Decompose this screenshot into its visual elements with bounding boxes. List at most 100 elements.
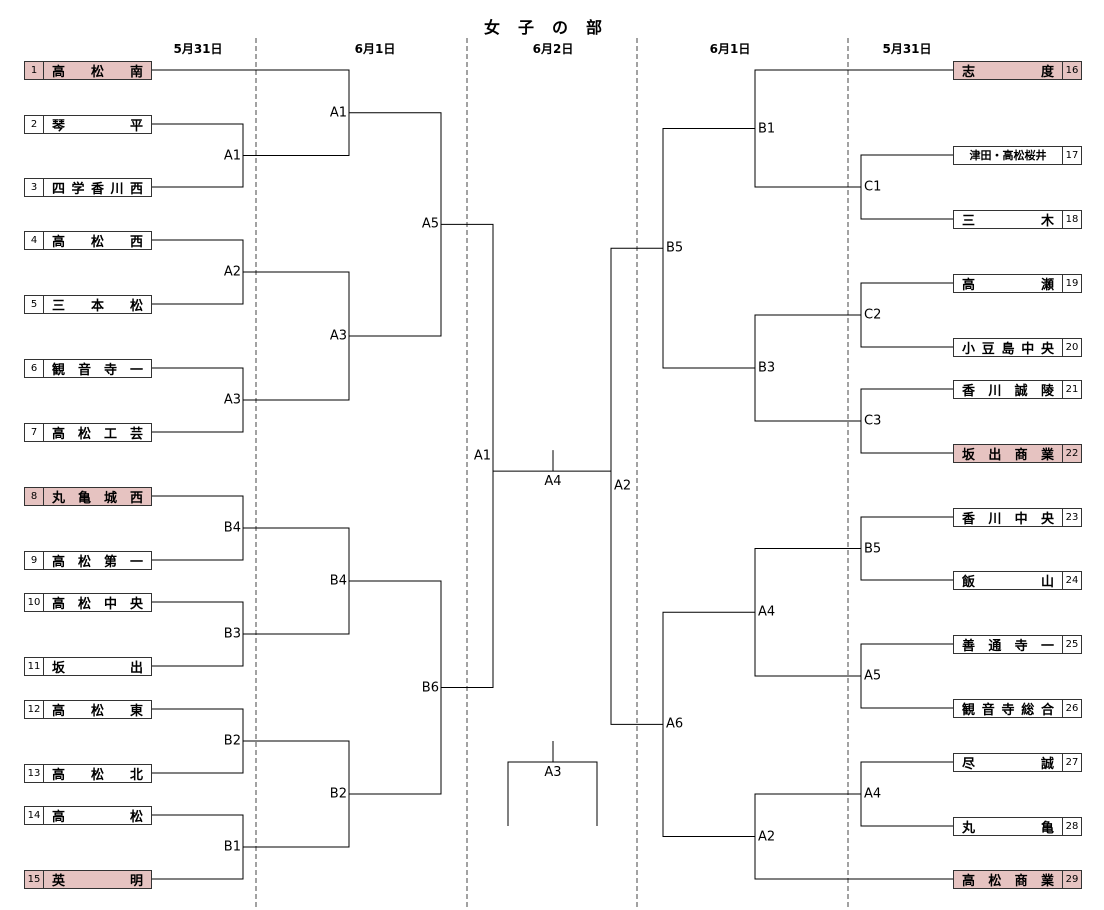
match-label: B4 [223, 520, 241, 536]
date-left-round1: 5月31日 [173, 42, 223, 56]
team-name-char: 寺 [1001, 702, 1015, 717]
seed-number: 3 [25, 178, 44, 196]
team-name-char: 香 [90, 181, 104, 196]
team-name-char: 松 [988, 873, 1002, 888]
team-name-char: 通 [988, 638, 1002, 653]
team-name: 三本松 [44, 296, 151, 313]
match-label: A6 [666, 716, 684, 732]
team-name: 高松商業 [954, 871, 1062, 888]
team-name-char: 平 [129, 118, 143, 133]
team-name-char: 誠 [1040, 756, 1054, 771]
seed-number: 13 [25, 764, 44, 782]
team-name-char: 山 [1040, 574, 1054, 589]
team-name-char: 小 [962, 341, 976, 356]
team-name: 観音寺一 [44, 360, 151, 377]
team-name-char: 観 [52, 362, 66, 377]
seed-number: 21 [1062, 380, 1081, 398]
team-name-char: 三 [52, 298, 66, 313]
team-name-char: 第 [103, 554, 117, 569]
team-name-char: 三 [962, 213, 976, 228]
team-name-char: 明 [129, 873, 143, 888]
match-bracket [610, 247, 663, 725]
team-name-char: 高 [52, 767, 66, 782]
team-name: 丸亀 [954, 818, 1062, 835]
team-name-char: 高 [52, 64, 66, 79]
team-name: 香川中央 [954, 509, 1062, 526]
team-name-char: 香 [962, 383, 976, 398]
team-name-char: 四 [52, 181, 66, 196]
team-name-char: 陵 [1040, 383, 1054, 398]
match-label: A2 [758, 829, 776, 844]
team-name-char: 学 [71, 181, 85, 196]
team-name-char: 高 [962, 873, 976, 888]
team-name: 高松東 [44, 701, 151, 718]
team-name: 志度 [954, 62, 1062, 79]
seed-number: 4 [25, 231, 44, 249]
team-name-char: 坂 [52, 660, 66, 675]
seed-number: 5 [25, 295, 44, 313]
team-name: 飯山 [954, 572, 1062, 589]
match-label: A2 [223, 264, 241, 280]
team-name-char: 一 [1040, 638, 1054, 653]
team-name: 丸亀城西 [44, 488, 151, 505]
seed-number: 27 [1062, 753, 1081, 771]
match-bracket [754, 69, 953, 188]
team-name-char: 島 [1001, 341, 1015, 356]
match-label: A5 [864, 668, 882, 684]
match-label: B4 [329, 573, 347, 589]
team-name-char: 北 [129, 767, 143, 782]
match-label: A5 [421, 216, 439, 232]
team-name-char: 松 [77, 426, 91, 441]
seed-number: 15 [25, 870, 44, 888]
seed-number: 9 [25, 551, 44, 569]
team-name-char: 高 [52, 809, 66, 824]
match-label: B1 [758, 121, 776, 136]
team-name-char: 高 [52, 426, 66, 441]
seed-number: 20 [1062, 338, 1081, 356]
team-name-char: 丸 [52, 490, 66, 505]
team-name-char: 寺 [103, 362, 117, 377]
team-name-char: 丸 [962, 820, 976, 835]
seed-number: 10 [25, 593, 44, 611]
team-name-char: 央 [1040, 341, 1054, 356]
team-name-char: 飯 [962, 574, 976, 589]
team-name-char: 川 [988, 511, 1002, 526]
match-label: A1 [223, 148, 241, 163]
team-name-char: 松 [129, 809, 143, 824]
team-name: 高松第一 [44, 552, 151, 569]
team-name-char: 東 [129, 703, 143, 718]
match-label: B2 [223, 733, 241, 749]
match-label: A4 [758, 604, 776, 620]
team-name-char: 松 [90, 234, 104, 249]
team-name-char: 一 [129, 554, 143, 569]
bracket-title: 女子の部 [483, 18, 620, 37]
team-name-char: 松 [129, 298, 143, 313]
team-name: 英明 [44, 871, 151, 888]
team-name-char: 音 [981, 702, 995, 717]
team-name-char: 城 [103, 490, 117, 505]
team-name-char: 音 [77, 362, 91, 377]
seed-number: 29 [1062, 870, 1081, 888]
team-name-char: 高 [52, 596, 66, 611]
team-name-char: 西 [129, 181, 143, 196]
team-name-char: 豆 [981, 341, 995, 356]
seed-number: 12 [25, 700, 44, 718]
team-name-char: 川 [110, 181, 124, 196]
team-name-char: 芸 [129, 426, 143, 441]
